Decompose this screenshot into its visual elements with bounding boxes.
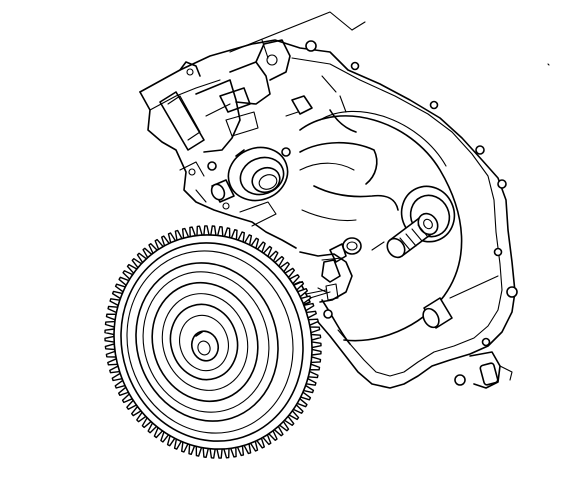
clip-bracket (317, 237, 362, 301)
transaxle-housing (139, 11, 518, 389)
dowel-pin-lower (422, 275, 499, 329)
dust-speck (547, 63, 550, 66)
input-shaft (371, 185, 456, 259)
installation-axis-line (309, 291, 331, 299)
oil-seal (207, 146, 291, 202)
torque-converter (104, 225, 322, 459)
dowel-pin-upper (210, 179, 235, 203)
